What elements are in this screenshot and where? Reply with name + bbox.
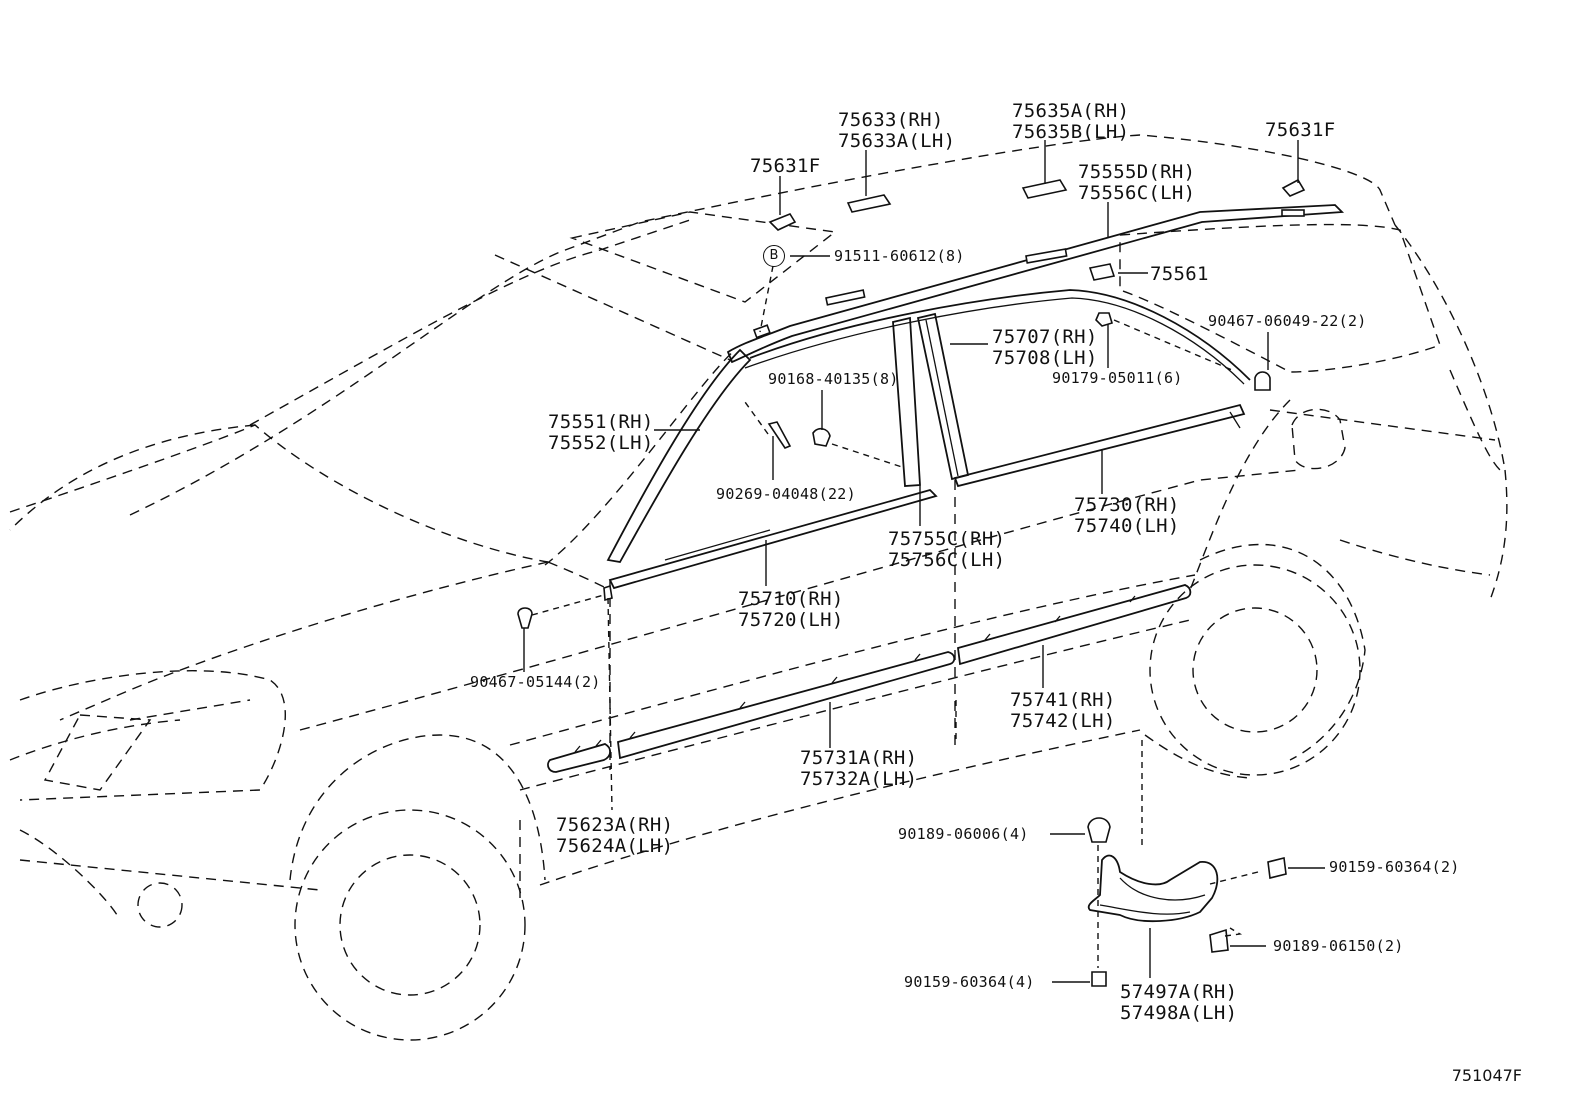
part-number: 75561	[1150, 263, 1209, 285]
part-number: 90467-06049-22(2)	[1208, 312, 1367, 330]
part-number: 57498A(LH)	[1120, 1002, 1238, 1024]
part-number: 90467-05144(2)	[470, 673, 601, 691]
label-90179: 90179-05011(6)	[1052, 370, 1183, 387]
part-number: 75631F	[1265, 119, 1336, 141]
label-90189-06150: 90189-06150(2)	[1273, 938, 1404, 955]
part-number: 91511-60612(8)	[834, 247, 965, 265]
label-91511: 91511-60612(8)	[834, 248, 965, 265]
part-number: 90189-06150(2)	[1273, 937, 1404, 955]
parts	[517, 178, 1345, 987]
label-75730: 75730(RH) 75740(LH)	[1074, 495, 1180, 537]
label-90168: 90168-40135(8)	[768, 371, 899, 388]
part-number: 90179-05011(6)	[1052, 369, 1183, 387]
part-number: 75730(RH)	[1074, 494, 1180, 516]
label-75731: 75731A(RH) 75732A(LH)	[800, 748, 917, 790]
part-number: 90159-60364(4)	[904, 973, 1035, 991]
part-number: 75556C(LH)	[1078, 182, 1196, 204]
label-90189-06006: 90189-06006(4)	[898, 826, 1029, 843]
part-number: 75720(LH)	[738, 609, 844, 631]
part-number: 75633A(LH)	[838, 130, 956, 152]
label-75755: 75755C(RH) 75756C(LH)	[888, 529, 1005, 571]
label-75555: 75555D(RH) 75556C(LH)	[1078, 162, 1195, 204]
label-75631f-rear: 75631F	[1265, 120, 1335, 141]
part-number: 90159-60364(2)	[1329, 858, 1460, 876]
label-75631f-front: 75631F	[750, 156, 820, 177]
label-75741: 75741(RH) 75742(LH)	[1010, 690, 1116, 732]
part-number: 75624A(LH)	[556, 835, 674, 857]
label-75710: 75710(RH) 75720(LH)	[738, 589, 844, 631]
label-75635: 75635A(RH) 75635B(LH)	[1012, 101, 1129, 143]
part-number: 90168-40135(8)	[768, 370, 899, 388]
leader-lines	[523, 140, 1325, 983]
part-number: 75707(RH)	[992, 326, 1098, 348]
part-number: 75631F	[750, 155, 821, 177]
part-number: 75555D(RH)	[1078, 161, 1196, 183]
part-number: 75623A(RH)	[556, 814, 674, 836]
label-75551: 75551(RH) 75552(LH)	[548, 412, 654, 454]
part-number: 75552(LH)	[548, 432, 654, 454]
part-number: 75732A(LH)	[800, 768, 918, 790]
part-number: 75755C(RH)	[888, 528, 1006, 550]
part-number: 75633(RH)	[838, 109, 944, 131]
bolt-marker-icon: B	[763, 245, 785, 267]
part-number: 75731A(RH)	[800, 747, 918, 769]
label-75561: 75561	[1150, 264, 1209, 285]
part-number: 75742(LH)	[1010, 710, 1116, 732]
label-90467-05144: 90467-05144(2)	[470, 674, 601, 691]
part-number: 75740(LH)	[1074, 515, 1180, 537]
label-75623: 75623A(RH) 75624A(LH)	[556, 815, 673, 857]
part-number: 75741(RH)	[1010, 689, 1116, 711]
label-75707: 75707(RH) 75708(LH)	[992, 327, 1098, 369]
part-number: 75710(RH)	[738, 588, 844, 610]
part-number: 90189-06006(4)	[898, 825, 1029, 843]
label-57497: 57497A(RH) 57498A(LH)	[1120, 982, 1237, 1024]
part-number: 57497A(RH)	[1120, 981, 1238, 1003]
part-number: 75635B(LH)	[1012, 121, 1130, 143]
diagram-code: 751047F	[1451, 1066, 1522, 1085]
label-90159-60364-2: 90159-60364(2)	[1329, 859, 1460, 876]
part-number: 75708(LH)	[992, 347, 1098, 369]
part-number: 75756C(LH)	[888, 549, 1006, 571]
part-number: 75635A(RH)	[1012, 100, 1130, 122]
label-90159-60364-4: 90159-60364(4)	[904, 974, 1035, 991]
vehicle-outline	[9, 134, 1508, 1041]
label-90269: 90269-04048(22)	[716, 486, 856, 503]
part-number: 90269-04048(22)	[716, 485, 856, 503]
part-number: 75551(RH)	[548, 411, 654, 433]
label-90467-06049: 90467-06049-22(2)	[1208, 313, 1367, 330]
label-75633: 75633(RH) 75633A(LH)	[838, 110, 955, 152]
